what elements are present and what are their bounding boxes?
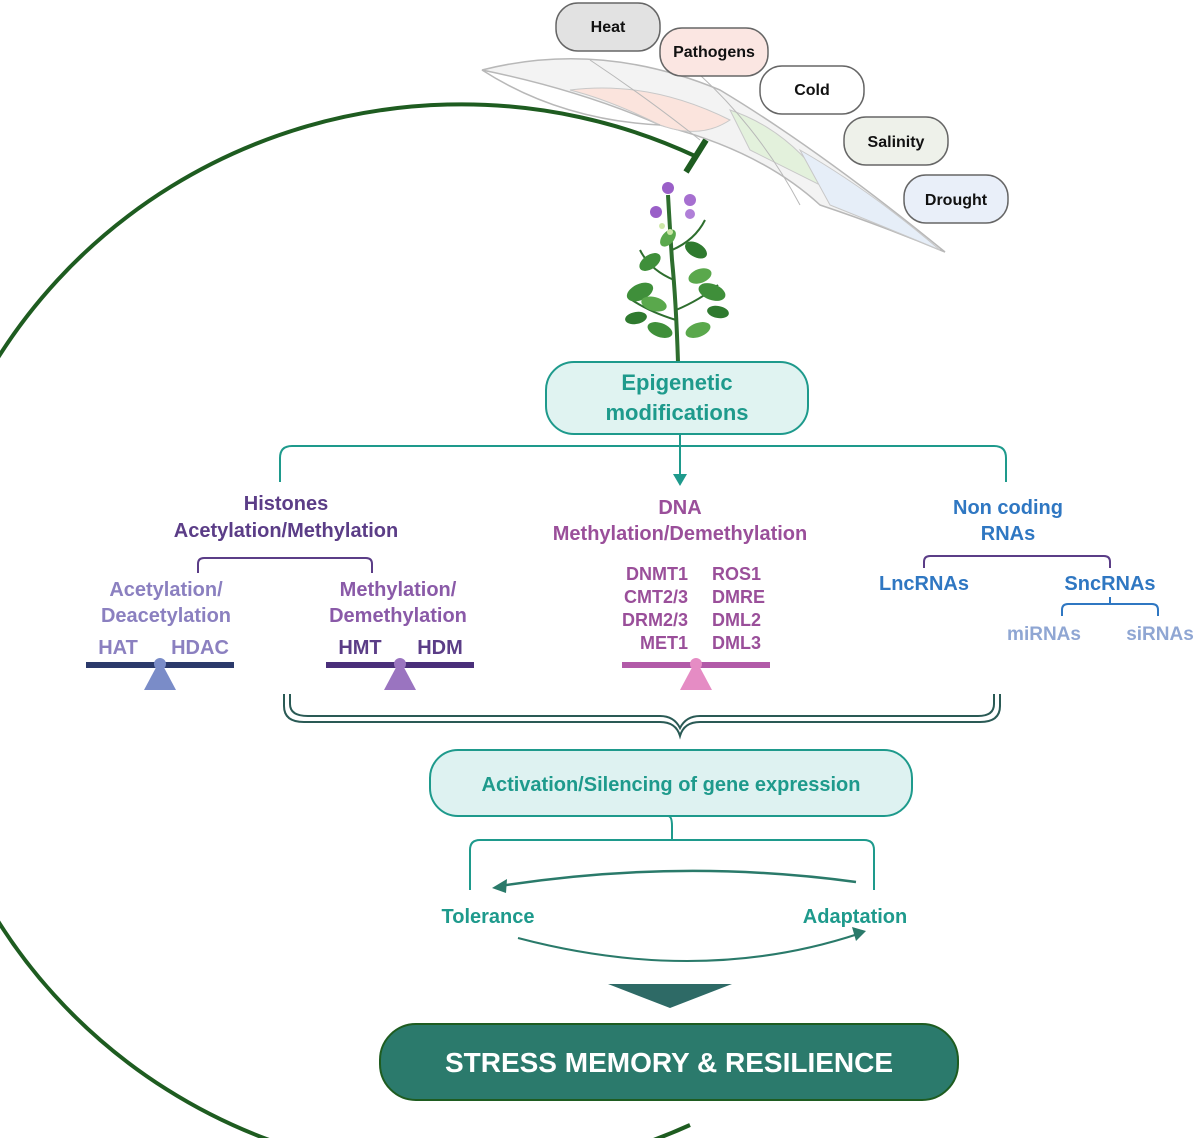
dna-eraser: ROS1 bbox=[712, 564, 761, 584]
stress-pathogens: Pathogens bbox=[659, 27, 769, 77]
ncrna-title-line1: Non coding bbox=[953, 497, 1063, 519]
epigenetic-title-line1: Epigenetic bbox=[621, 370, 732, 395]
result-box: STRESS MEMORY & RESILIENCE bbox=[379, 1023, 959, 1101]
top-bracket bbox=[279, 445, 1007, 482]
dna-title-line2: Methylation/Demethylation bbox=[553, 523, 807, 545]
histones-bracket bbox=[197, 557, 373, 573]
dna-balance-icon bbox=[622, 658, 770, 690]
gene-expression-box: Activation/Silencing of gene expression bbox=[429, 749, 913, 817]
sirna-label: siRNAs bbox=[1126, 624, 1194, 645]
acetylation-title-line2: Deacetylation bbox=[101, 605, 231, 627]
gene-expression-bracket bbox=[469, 815, 875, 890]
methylation-balance-icon bbox=[326, 658, 474, 690]
hat-label: HAT bbox=[98, 637, 138, 659]
dna-writer: MET1 bbox=[640, 633, 688, 653]
stress-cold: Cold bbox=[759, 65, 865, 115]
histones-title-line1: Histones bbox=[244, 493, 328, 515]
acetylation-balance-icon bbox=[86, 658, 234, 690]
adaptation-to-tolerance-arrow bbox=[499, 869, 857, 888]
stress-salinity: Salinity bbox=[843, 116, 949, 166]
epigenetic-title-line2: modifications bbox=[605, 400, 748, 425]
sncrna-label: SncRNAs bbox=[1064, 573, 1155, 595]
acetylation-title-line1: Acetylation/ bbox=[109, 579, 223, 601]
methylation-title-line1: Methylation/ bbox=[340, 579, 457, 601]
epigenetic-box: Epigenetic modifications bbox=[545, 361, 809, 435]
stress-label: Cold bbox=[794, 82, 830, 99]
sncrna-bracket bbox=[1061, 597, 1159, 616]
result-label: STRESS MEMORY & RESILIENCE bbox=[445, 1047, 893, 1078]
inhibition-bar bbox=[683, 138, 709, 174]
stress-label: Salinity bbox=[868, 134, 925, 151]
dna-eraser: DML3 bbox=[712, 633, 761, 653]
ncrna-bracket bbox=[923, 555, 1111, 568]
ncrna-title-line2: RNAs bbox=[981, 523, 1035, 545]
stress-label: Heat bbox=[591, 19, 626, 36]
gene-expression-label: Activation/Silencing of gene expression bbox=[482, 774, 861, 796]
mirna-label: miRNAs bbox=[1007, 624, 1081, 645]
tolerance-label: Tolerance bbox=[442, 906, 535, 928]
adaptation-label: Adaptation bbox=[803, 906, 907, 928]
histones-title-line2: Acetylation/Methylation bbox=[174, 520, 398, 542]
hdac-label: HDAC bbox=[171, 637, 229, 659]
tolerance-to-adaptation-arrow bbox=[517, 933, 859, 963]
down-arrow-icon bbox=[608, 984, 732, 1008]
dna-eraser: DML2 bbox=[712, 610, 761, 630]
stress-label: Drought bbox=[925, 192, 988, 209]
dna-writer: CMT2/3 bbox=[624, 587, 688, 607]
plant-icon bbox=[625, 182, 729, 363]
bottom-brace bbox=[283, 694, 1001, 740]
hdm-label: HDM bbox=[417, 637, 463, 659]
stress-heat: Heat bbox=[555, 2, 661, 52]
stress-drought: Drought bbox=[903, 174, 1009, 224]
hmt-label: HMT bbox=[338, 637, 381, 659]
dna-title-line1: DNA bbox=[658, 497, 701, 519]
methylation-title-line2: Demethylation bbox=[329, 605, 467, 627]
dna-eraser: DMRE bbox=[712, 587, 765, 607]
dna-writer: DRM2/3 bbox=[622, 610, 688, 630]
dna-writer: DNMT1 bbox=[626, 564, 688, 584]
stress-label: Pathogens bbox=[673, 44, 755, 61]
lncrna-label: LncRNAs bbox=[879, 573, 969, 595]
umbrella-icon bbox=[481, 58, 946, 253]
feedback-loop-arc bbox=[0, 102, 696, 1138]
